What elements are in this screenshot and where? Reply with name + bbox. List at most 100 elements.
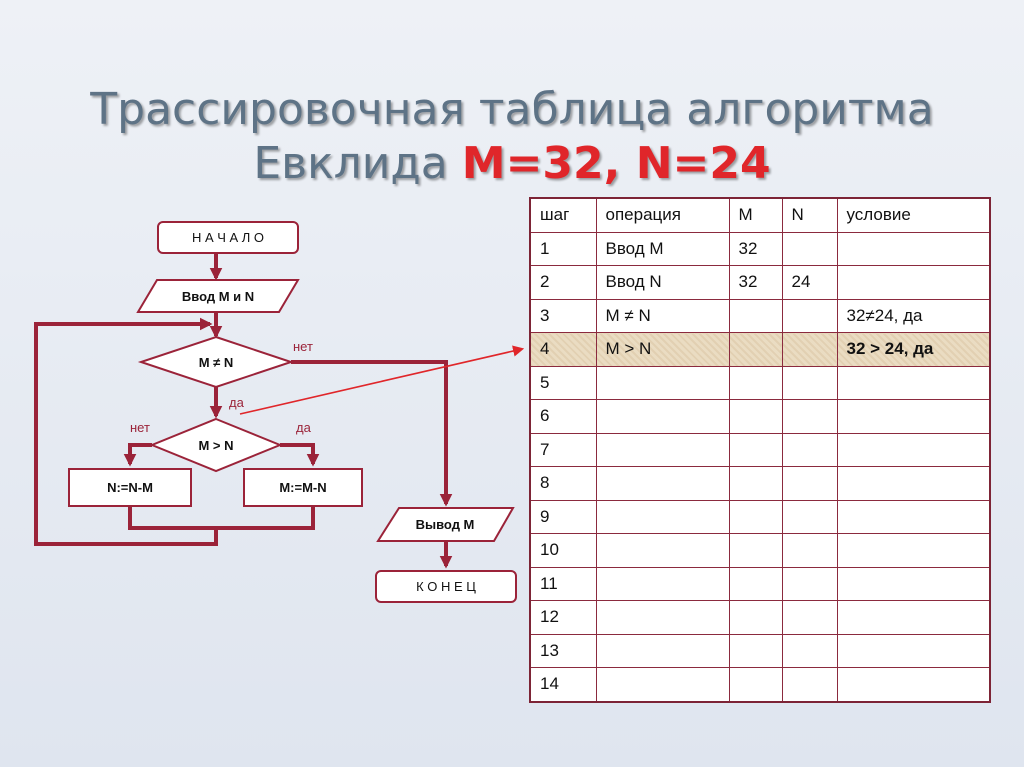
cell-m: [728, 332, 783, 367]
cell-step: 8: [529, 466, 597, 501]
cell-operation: M ≠ N: [595, 298, 730, 333]
table-row: 9: [529, 499, 991, 534]
cell-condition: [836, 432, 991, 467]
cell-step: 12: [529, 600, 597, 635]
cell-step: 13: [529, 633, 597, 668]
cell-step: 7: [529, 432, 597, 467]
cell-operation: [595, 399, 730, 434]
cell-operation: [595, 566, 730, 601]
cell-operation: [595, 600, 730, 635]
cell-operation: [595, 633, 730, 668]
cell-m: [728, 533, 783, 568]
cell-n: [781, 332, 838, 367]
loop-back-connector: [34, 317, 218, 546]
table-row: 7: [529, 432, 991, 467]
cell-m: [728, 667, 783, 702]
cell-step: 2: [529, 265, 597, 300]
cell-condition: [836, 633, 991, 668]
cell-condition: [836, 533, 991, 568]
cell-m: 32: [728, 265, 783, 300]
cell-n: [781, 566, 838, 601]
cell-m: [728, 600, 783, 635]
cell-step: 5: [529, 365, 597, 400]
assign-m-label: M:=M-N: [279, 480, 326, 495]
cell-operation: [595, 667, 730, 702]
cell-n: [781, 499, 838, 534]
cell-n: [781, 633, 838, 668]
cell-operation: [595, 499, 730, 534]
start-block: [157, 221, 299, 254]
cell-step: 11: [529, 566, 597, 601]
condition-m-gt-n-label: M > N: [198, 438, 233, 453]
title-highlight: M=32, N=24: [461, 138, 771, 189]
header-operation: операция: [595, 197, 730, 233]
title-prefix: Евклида: [253, 138, 448, 189]
cell-m: [728, 365, 783, 400]
cell-n: 24: [781, 265, 838, 300]
cell-step: 6: [529, 399, 597, 434]
table-row: 8: [529, 466, 991, 501]
output-block: [376, 507, 515, 542]
input-block: [136, 279, 300, 313]
cell-operation: Ввод N: [595, 265, 730, 300]
table-row: 6: [529, 399, 991, 434]
cell-n: [781, 533, 838, 568]
cell-condition: [836, 667, 991, 702]
connector-merge: [128, 506, 315, 530]
header-condition: условие: [836, 197, 991, 233]
cell-step: 9: [529, 499, 597, 534]
condition-m-gt-n: [149, 417, 283, 473]
cell-step: 3: [529, 298, 597, 333]
header-n: N: [781, 197, 838, 233]
cond2-no-label: нет: [130, 420, 150, 435]
assign-n-block: [68, 468, 192, 507]
condition-m-ne-n-label: M ≠ N: [199, 355, 234, 370]
cell-condition: 32 > 24, да: [836, 332, 991, 367]
trace-table-header: шаг операция M N условие: [529, 197, 991, 233]
slide-title-line2: Евклида M=32, N=24: [0, 136, 1024, 192]
cell-condition: [836, 600, 991, 635]
header-m: M: [728, 197, 783, 233]
table-row: 11: [529, 566, 991, 601]
end-block: [375, 570, 517, 603]
cell-step: 14: [529, 667, 597, 702]
cell-m: [728, 399, 783, 434]
cell-operation: [595, 466, 730, 501]
end-label: К О Н Е Ц: [416, 579, 476, 594]
cell-step: 1: [529, 231, 597, 266]
cell-n: [781, 298, 838, 333]
table-row: 10: [529, 533, 991, 568]
table-row: 14: [529, 667, 991, 702]
table-row: 12: [529, 600, 991, 635]
cell-n: [781, 399, 838, 434]
cell-condition: [836, 566, 991, 601]
assign-n-label: N:=N-M: [107, 480, 153, 495]
cell-condition: [836, 265, 991, 300]
pointer-arrow: [239, 345, 525, 415]
cell-n: [781, 466, 838, 501]
cell-m: [728, 566, 783, 601]
output-label: Вывод M: [416, 517, 475, 532]
cell-m: [728, 432, 783, 467]
cell-condition: 32≠24, да: [836, 298, 991, 333]
cell-operation: [595, 365, 730, 400]
cond1-no-label: нет: [293, 339, 313, 354]
input-label: Ввод M и N: [182, 289, 254, 304]
cell-n: [781, 231, 838, 266]
condition-m-ne-n: [137, 335, 295, 389]
cell-condition: [836, 231, 991, 266]
cell-operation: Ввод M: [595, 231, 730, 266]
cell-condition: [836, 365, 991, 400]
start-label: Н А Ч А Л О: [192, 230, 264, 245]
assign-m-block: [243, 468, 363, 507]
cell-n: [781, 600, 838, 635]
connector-cond2-yes: [280, 443, 320, 467]
cond1-yes-label: да: [229, 395, 245, 410]
